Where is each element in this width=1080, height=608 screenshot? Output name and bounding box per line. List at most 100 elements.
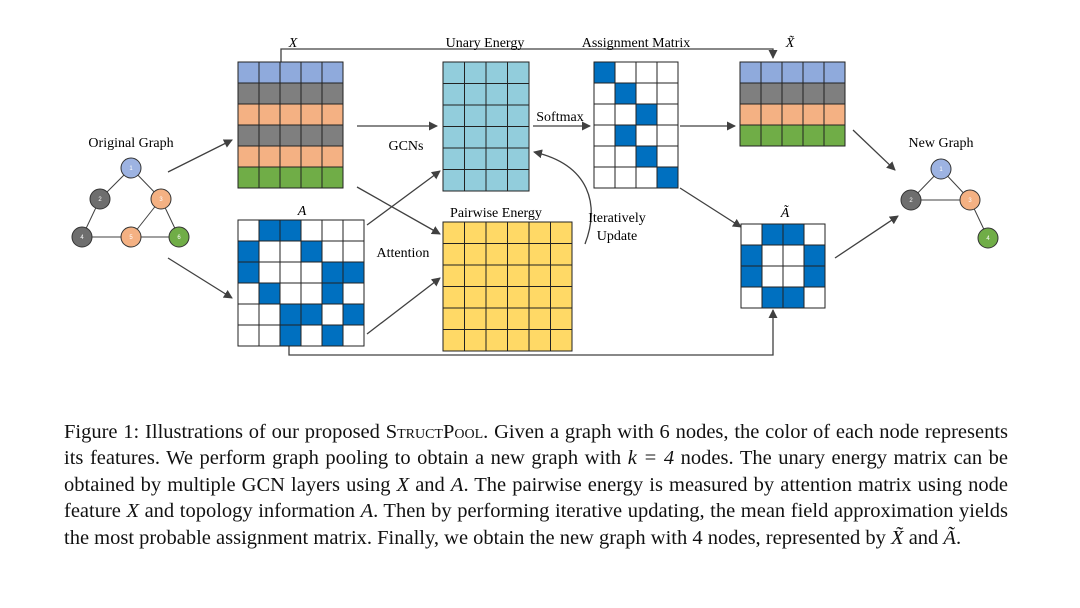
feature-matrix-x-cell <box>279 124 302 147</box>
caption-text-5: . The pairwise energy is measured by att… <box>64 473 1009 523</box>
unary-energy-matrix-cell <box>442 61 465 84</box>
caption-math-a-tilde: Ã <box>943 526 956 549</box>
label-a: A <box>297 204 307 219</box>
unary-energy-matrix-cell <box>485 169 508 192</box>
original-graph-node <box>120 157 142 179</box>
unary-energy-matrix-cell <box>442 126 465 149</box>
unary-energy-matrix-cell <box>485 126 508 149</box>
original-graph-node-label: 1 <box>129 166 133 172</box>
unary-energy-matrix-cell <box>464 147 487 170</box>
feature-matrix-x-cell <box>321 124 344 147</box>
new-graph-node-label: 4 <box>986 236 990 242</box>
feature-matrix-x-cell <box>258 124 281 147</box>
adjacency-matrix-a-cell <box>279 219 302 242</box>
adjacency-matrix-a-tilde-cell <box>740 286 763 309</box>
pairwise-energy-matrix-cell <box>485 307 508 330</box>
feature-matrix-x-cell <box>258 145 281 168</box>
adjacency-matrix-a-cell <box>300 219 323 242</box>
unary-energy-matrix-cell <box>507 104 530 127</box>
caption-text-7: . Then by performing iterative updating,… <box>64 500 1008 549</box>
feature-matrix-x-cell <box>258 166 281 189</box>
feature-matrix-x-cell <box>237 124 260 147</box>
assignment-matrix-cell <box>614 61 637 84</box>
unary-energy-matrix-cell <box>485 83 508 106</box>
pairwise-energy-matrix-cell <box>507 243 530 266</box>
pairwise-energy-matrix-cell <box>550 307 573 330</box>
adjacency-matrix-a-tilde-cell <box>803 244 826 267</box>
pairwise-energy-matrix-cell <box>442 286 465 309</box>
feature-matrix-x-cell <box>279 82 302 105</box>
feature-matrix-x-cell <box>321 82 344 105</box>
adjacency-matrix-a-cell <box>342 303 365 326</box>
feature-matrix-x-cell <box>279 61 302 84</box>
feature-matrix-x-tilde-cell <box>781 61 804 84</box>
adjacency-matrix-a-tilde-cell <box>761 286 784 309</box>
original-graph-node <box>71 226 93 248</box>
adjacency-matrix-a-cell <box>279 240 302 263</box>
original-graph-node-label: 4 <box>80 235 84 241</box>
adjacency-matrix-a-tilde-cell <box>740 223 763 246</box>
new-graph-node <box>930 158 952 180</box>
pairwise-energy-matrix-cell <box>507 286 530 309</box>
adjacency-matrix-a-cell <box>258 219 281 242</box>
adjacency-matrix-a-tilde-cell <box>782 223 805 246</box>
assignment-matrix-cell <box>593 166 616 189</box>
assignment-matrix-cell <box>635 82 658 105</box>
label-gcns: GCNs <box>388 139 423 154</box>
feature-matrix-x-cell <box>258 82 281 105</box>
pairwise-energy-matrix-cell <box>528 243 551 266</box>
pairwise-energy-matrix-cell <box>528 329 551 352</box>
adjacency-matrix-a-cell <box>321 324 344 347</box>
assignment-matrix-cell <box>635 145 658 168</box>
assignment-matrix-cell <box>614 82 637 105</box>
pairwise-energy-matrix-cell <box>464 307 487 330</box>
pairwise-energy-matrix-cell <box>507 307 530 330</box>
caption-text-2: . Given a graph with 6 nodes, the color … <box>64 421 1008 470</box>
feature-matrix-x-tilde-cell <box>760 82 783 105</box>
original-graph-node <box>150 188 172 210</box>
assignment-matrix-cell <box>614 166 637 189</box>
adjacency-matrix-a-cell <box>258 324 281 347</box>
feature-matrix-x-tilde-cell <box>760 103 783 126</box>
unary-energy-matrix-cell <box>507 83 530 106</box>
assignment-matrix-cell <box>656 61 679 84</box>
adjacency-matrix-a-tilde-cell <box>782 244 805 267</box>
adjacency-matrix-a-cell <box>321 303 344 326</box>
adjacency-matrix-a-tilde-cell <box>761 223 784 246</box>
feature-matrix-x-tilde-cell <box>802 82 825 105</box>
new-graph-node-label: 3 <box>968 198 972 204</box>
original-graph-node <box>168 226 190 248</box>
pairwise-energy-matrix-cell <box>485 221 508 244</box>
feature-matrix-x-cell <box>237 145 260 168</box>
pairwise-energy-matrix-cell <box>528 221 551 244</box>
assignment-matrix-cell <box>593 61 616 84</box>
assignment-matrix-cell <box>635 166 658 189</box>
pairwise-energy-matrix-cell <box>550 329 573 352</box>
label-new-graph: New Graph <box>909 136 974 151</box>
feature-matrix-x-cell <box>279 103 302 126</box>
feature-matrix-x-tilde-cell <box>739 103 762 126</box>
adjacency-matrix-a-cell <box>321 261 344 284</box>
adjacency-matrix-a-cell <box>279 282 302 305</box>
figure-caption: Figure 1: Illustrations of our proposed … <box>64 419 1008 551</box>
assignment-matrix <box>593 61 679 189</box>
label-iteratively: Iteratively <box>588 211 646 226</box>
adjacency-matrix-a-cell <box>342 282 365 305</box>
caption-text-1: Figure 1: Illustrations of our proposed <box>64 421 386 443</box>
feature-matrix-x-tilde-cell <box>739 61 762 84</box>
assignment-matrix-cell <box>656 82 679 105</box>
pairwise-energy-matrix-cell <box>485 286 508 309</box>
pairwise-energy-matrix-cell <box>507 329 530 352</box>
adjacency-matrix-a-cell <box>279 303 302 326</box>
pairwise-energy-matrix-cell <box>442 243 465 266</box>
pairwise-energy-matrix-cell <box>485 243 508 266</box>
adjacency-matrix-a-cell <box>300 282 323 305</box>
unary-energy-matrix-cell <box>507 147 530 170</box>
caption-math-x: X <box>396 473 410 496</box>
assignment-matrix-cell <box>593 82 616 105</box>
feature-matrix-x-tilde-cell <box>739 124 762 147</box>
feature-matrix-x-tilde-cell <box>760 61 783 84</box>
adjacency-matrix-a-cell <box>300 324 323 347</box>
adjacency-matrix-a-tilde-cell <box>803 265 826 288</box>
